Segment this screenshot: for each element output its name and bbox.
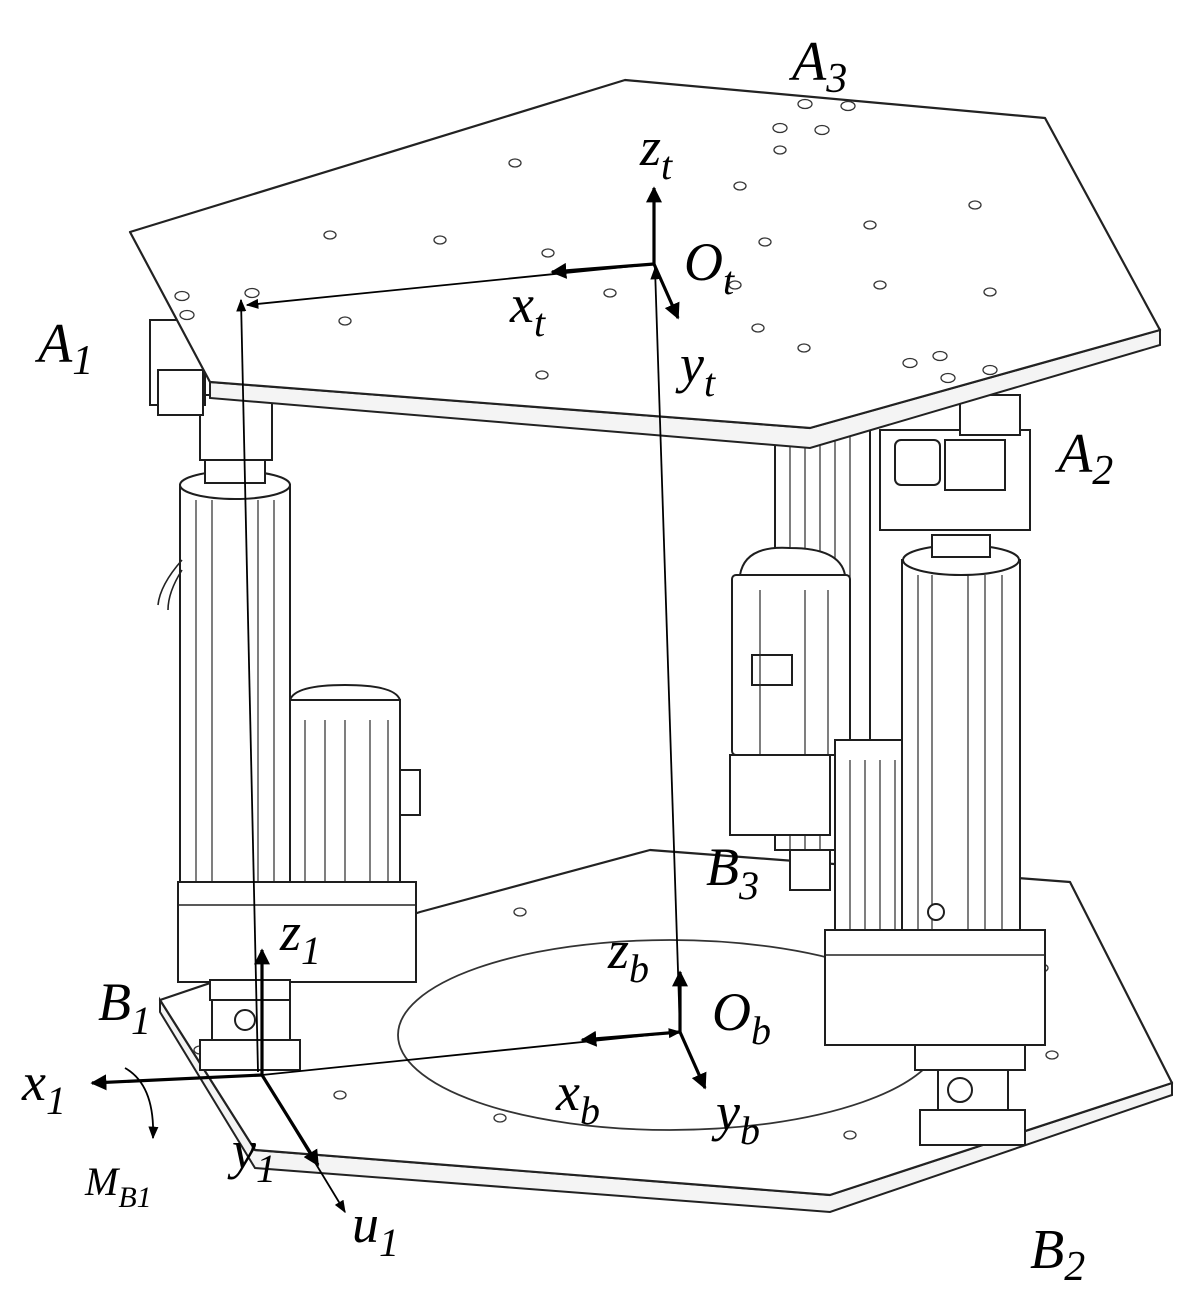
moment-mb1-arrow — [124, 1067, 159, 1140]
vector-ob-ot — [650, 266, 681, 1033]
leg-1 — [149, 319, 421, 1071]
label-b1: B1 — [98, 972, 151, 1043]
label-a1: A1 — [34, 313, 93, 384]
label-yb: yb — [711, 1082, 760, 1153]
label-mb1: MB1 — [84, 1159, 152, 1214]
label-xb: xb — [555, 1062, 600, 1133]
top-holes — [174, 98, 998, 384]
label-zt: zt — [639, 117, 673, 188]
frame-base — [580, 970, 707, 1090]
label-u1: u1 — [352, 1194, 399, 1265]
label-y1: y1 — [227, 1120, 276, 1191]
axis-yb — [678, 1031, 707, 1090]
label-z1: z1 — [279, 902, 321, 973]
labels: A3 A1 A2 zt Ot xt yt B3 zb Ob xb yb z1 B… — [21, 31, 1113, 1290]
axis-yt — [652, 263, 680, 320]
label-a3: A3 — [788, 31, 847, 102]
label-ob: Ob — [712, 982, 771, 1053]
label-zb: zb — [607, 920, 649, 991]
label-ot: Ot — [684, 232, 735, 303]
frame-b1 — [90, 948, 346, 1214]
axis-xt — [550, 262, 655, 279]
frame-top — [550, 186, 680, 320]
axis-u1 — [261, 1074, 346, 1214]
label-a2: A2 — [1054, 423, 1113, 494]
label-b3: B3 — [706, 837, 759, 908]
label-xt: xt — [509, 274, 546, 345]
label-b2: B2 — [1030, 1219, 1085, 1290]
label-yt: yt — [675, 334, 716, 405]
axis-xb — [580, 1030, 681, 1047]
label-x1: x1 — [21, 1052, 66, 1123]
axis-x1 — [90, 1073, 263, 1091]
vector-b1-a1 — [236, 298, 259, 1073]
top-plate — [128, 78, 1162, 450]
